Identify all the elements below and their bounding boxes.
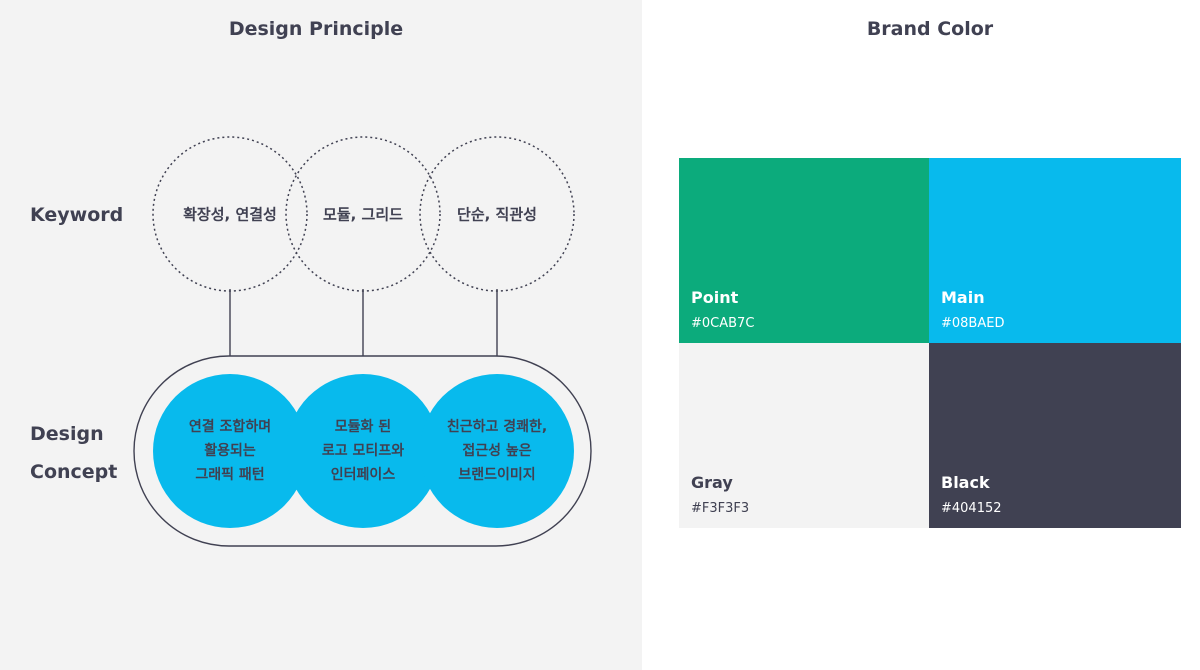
concept-line: 모듈화 된 [334,419,392,435]
concept-circle [420,374,574,528]
design-concept-label-line1: Design [30,423,104,445]
brand-color-panel: Brand Color Point #0CAB7C Main #08BAED G… [642,0,1200,670]
concept-text-logo-motif: 모듈화 된 로고 모티프와 인터페이스 [293,415,433,487]
swatch-hex: #08BAED [941,316,1005,331]
concept-line: 활용되는 [204,443,256,459]
concept-line: 친근하고 경쾌한, [446,419,548,435]
swatch-name: Point [691,288,739,307]
design-principle-title: Design Principle [228,18,404,40]
swatch-hex: #404152 [941,501,1002,516]
concept-line: 그래픽 패턴 [195,467,265,483]
concept-circle [286,374,440,528]
swatch-gray: Gray #F3F3F3 [679,343,929,528]
keyword-circle [419,136,575,292]
swatch-name: Gray [691,473,733,492]
concept-capsule [133,355,592,547]
concept-line: 로고 모티프와 [321,443,405,459]
brand-color-title: Brand Color [866,18,994,40]
concept-text-pattern: 연결 조합하며 활용되는 그래픽 패턴 [160,415,300,487]
swatch-name: Black [941,473,990,492]
concept-line: 연결 조합하며 [188,419,272,435]
swatch-hex: #F3F3F3 [691,501,750,516]
concept-line: 접근성 높은 [462,443,532,459]
concept-line: 인터페이스 [330,467,396,483]
keyword-text-simplicity: 단순, 직관성 [457,205,537,224]
concept-circle [153,374,307,528]
keyword-circle [152,136,308,292]
principle-diagram [133,136,592,547]
keyword-circle [285,136,441,292]
swatch-black: Black #404152 [929,343,1181,528]
keyword-text-scalability: 확장성, 연결성 [183,205,277,224]
swatch-main: Main #08BAED [929,158,1181,343]
concept-line: 브랜드이미지 [458,467,536,483]
swatch-name: Main [941,288,985,307]
swatch-point: Point #0CAB7C [679,158,929,343]
keyword-label: Keyword [30,204,124,226]
swatch-hex: #0CAB7C [691,316,755,331]
concept-text-brand-image: 친근하고 경쾌한, 접근성 높은 브랜드이미지 [427,415,567,487]
design-concept-label-line2: Concept [30,461,118,483]
design-principle-panel: Design Principle Keyword Design Concept … [0,0,642,670]
keyword-text-module: 모듈, 그리드 [323,205,403,224]
